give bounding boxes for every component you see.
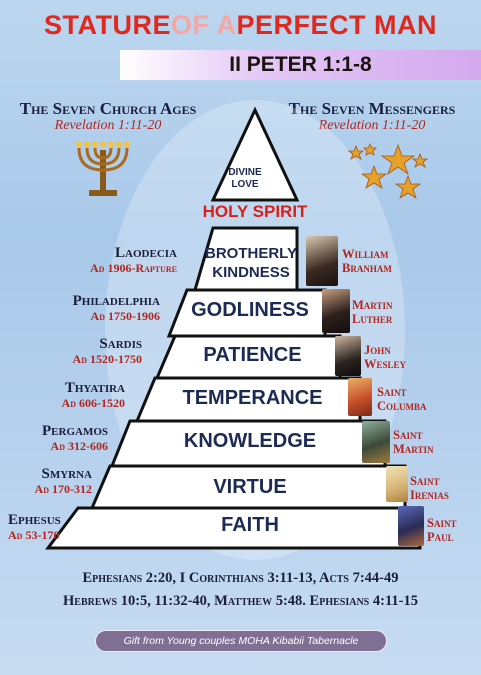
footer-credit: Gift from Young couples MOHA Kibabii Tab… xyxy=(95,630,387,652)
church-laodecia: Laodecia Ad 1906-Rapture xyxy=(20,246,177,276)
messenger-line: John xyxy=(364,343,391,357)
apex-label-line1: DIVINE xyxy=(228,167,262,178)
apex-triangle xyxy=(210,106,300,202)
church-philadelphia: Philadelphia Ad 1750-1906 xyxy=(10,294,160,324)
church-name: Laodecia xyxy=(115,245,177,261)
church-name: Smyrna xyxy=(41,466,93,482)
messenger-line: Saint xyxy=(410,474,440,488)
messenger-line: Saint xyxy=(377,385,407,399)
title-part-2: OF A xyxy=(171,9,237,40)
messenger-saint-paul: Saint Paul xyxy=(427,516,456,544)
stars-icon xyxy=(347,143,429,199)
church-name: Ephesus xyxy=(8,512,61,528)
messengers-heading: The Seven Messengers xyxy=(288,99,456,118)
step-label-patience: PATIENCE xyxy=(203,344,302,366)
step-label-faith: FAITH xyxy=(221,514,279,536)
church-ephesus: Ephesus Ad 53-170 xyxy=(8,513,74,543)
messenger-line: Martin xyxy=(393,442,434,456)
church-ages-heading: The Seven Church Ages xyxy=(19,99,197,118)
scripture-refs-line2: Hebrews 10:5, 11:32-40, Matthew 5:48. Ep… xyxy=(63,593,418,609)
holy-spirit-label: HOLY SPIRIT xyxy=(202,202,308,221)
messenger-john-wesley: John Wesley xyxy=(364,343,406,371)
church-name: Thyatira xyxy=(64,380,125,396)
church-smyrna: Smyrna Ad 170-312 xyxy=(10,467,92,497)
title-part-3: PERFECT MAN xyxy=(236,9,437,40)
church-pergamos: Pergamos Ad 312-606 xyxy=(10,424,108,454)
church-dates: Ad 1906-Rapture xyxy=(90,261,177,275)
messenger-line: Luther xyxy=(352,312,393,326)
messenger-william-branham: William Branham xyxy=(342,247,392,275)
messenger-line: Wesley xyxy=(364,357,407,371)
church-dates: Ad 53-170 xyxy=(8,528,60,542)
church-dates: Ad 1750-1906 xyxy=(90,309,160,323)
church-dates: Ad 170-312 xyxy=(34,482,92,496)
step-label-virtue: VIRTUE xyxy=(213,476,287,498)
church-name: Philadelphia xyxy=(72,293,160,309)
church-thyatira: Thyatira Ad 606-1520 xyxy=(10,381,125,411)
subtitle-banner: II PETER 1:1-8 xyxy=(120,50,481,80)
messenger-line: Martin xyxy=(352,298,393,312)
church-ages-reference: Revelation 1:11-20 xyxy=(54,118,162,133)
church-sardis: Sardis Ad 1520-1750 xyxy=(10,337,142,367)
messenger-martin-luther: Martin Luther xyxy=(352,298,393,326)
messengers-reference: Revelation 1:11-20 xyxy=(318,118,426,133)
church-name: Sardis xyxy=(99,336,142,352)
messenger-line: William xyxy=(342,247,389,261)
portrait-saint-irenias xyxy=(386,466,408,502)
messenger-line: Saint xyxy=(393,428,423,442)
step-label-brotherly-kindness: BROTHERLY KINDNESS xyxy=(195,244,307,282)
church-dates: Ad 606-1520 xyxy=(61,396,125,410)
pyramid-step xyxy=(45,506,422,550)
messenger-line: Branham xyxy=(342,261,392,275)
step-label-line: BROTHERLY xyxy=(205,245,297,262)
portrait-saint-columba xyxy=(348,378,372,416)
portrait-martin-luther xyxy=(322,289,350,333)
step-label-line: KINDNESS xyxy=(212,264,290,281)
messenger-line: Columba xyxy=(377,399,427,413)
step-label-temperance: TEMPERANCE xyxy=(182,387,323,409)
step-label-godliness: GODLINESS xyxy=(191,299,309,321)
apex-label: DIVINE LOVE xyxy=(215,167,275,191)
church-dates: Ad 1520-1750 xyxy=(72,352,142,366)
pyramid-steps xyxy=(45,226,422,550)
church-dates: Ad 312-606 xyxy=(50,439,108,453)
messenger-saint-martin: Saint Martin xyxy=(393,428,434,456)
portrait-john-wesley xyxy=(335,336,361,376)
portrait-william-branham xyxy=(306,236,338,286)
messenger-saint-irenias: Saint Irenias xyxy=(410,474,449,502)
messenger-line: Saint xyxy=(427,516,457,530)
apex-label-line2: LOVE xyxy=(231,179,259,190)
portrait-saint-paul xyxy=(398,506,424,546)
church-name: Pergamos xyxy=(42,423,108,439)
menorah-icon xyxy=(76,141,130,196)
step-label-knowledge: KNOWLEDGE xyxy=(183,430,317,452)
page-title: STATURE OF A PERFECT MAN xyxy=(0,0,481,50)
scripture-refs-line1: Ephesians 2:20, I Corinthians 3:11-13, A… xyxy=(82,570,399,586)
messenger-line: Irenias xyxy=(410,488,449,502)
title-part-1: STATURE xyxy=(44,9,171,40)
messenger-line: Paul xyxy=(427,530,454,544)
messenger-saint-columba: Saint Columba xyxy=(377,385,427,413)
portrait-saint-martin xyxy=(362,421,390,463)
